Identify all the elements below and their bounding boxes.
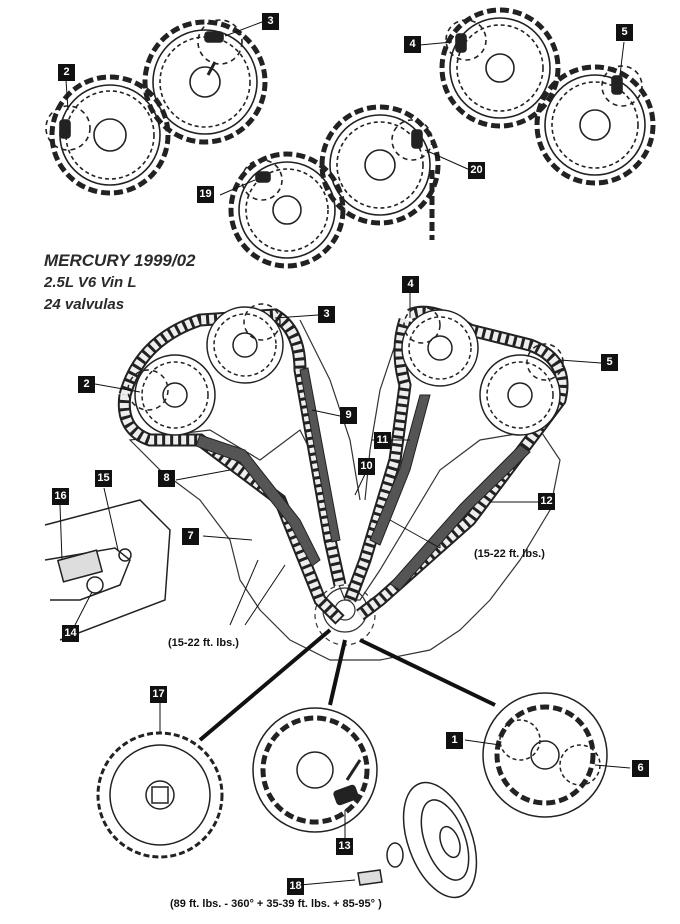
callout-19: 19 [197, 186, 214, 203]
title-line-2: 2.5L V6 Vin L [44, 274, 137, 291]
callout-4: 4 [404, 36, 421, 53]
callout-2: 2 [58, 64, 75, 81]
torque-note-left: (15-22 ft. lbs.) [168, 637, 239, 649]
callout-14: 14 [62, 625, 79, 642]
callout-1: 1 [446, 732, 463, 749]
torque-note-right: (15-22 ft. lbs.) [474, 548, 545, 560]
crank-detail-1-6 [482, 692, 608, 818]
detail-sprocket-20 [319, 104, 441, 240]
chain-guides [195, 367, 531, 591]
callout-18: 18 [287, 878, 304, 895]
diagram-title: MERCURY 1999/02 2.5L V6 Vin L 24 valvula… [44, 250, 196, 316]
main-cam-sprockets [127, 303, 564, 436]
callout-10: 10 [358, 458, 375, 475]
torque-note-bolt: (89 ft. lbs. - 360° + 35-39 ft. lbs. + 8… [170, 898, 382, 910]
callout-4-main: 4 [402, 276, 419, 293]
detail-sprocket-2 [45, 74, 171, 196]
callout-9: 9 [340, 407, 357, 424]
title-line-3: 24 valvulas [44, 296, 125, 313]
callout-13: 13 [336, 838, 353, 855]
detail-sprocket-5 [534, 64, 656, 186]
callout-7: 7 [182, 528, 199, 545]
callout-8: 8 [158, 470, 175, 487]
callout-2-main: 2 [78, 376, 95, 393]
detail-sprocket-19 [228, 151, 346, 269]
tensioner-detail [44, 499, 171, 641]
callout-5: 5 [616, 24, 633, 41]
callout-20: 20 [468, 162, 485, 179]
crank-pulley [357, 781, 478, 899]
leader-lines [198, 628, 496, 742]
callout-11: 11 [374, 432, 391, 449]
crank-detail-13 [252, 707, 378, 833]
callout-15: 15 [95, 470, 112, 487]
callout-16: 16 [52, 488, 69, 505]
crank-detail-17 [96, 731, 224, 859]
callout-leaders [59, 21, 631, 886]
detail-sprocket-4 [439, 7, 561, 129]
callout-5-main: 5 [601, 354, 618, 371]
callout-12: 12 [538, 493, 555, 510]
detail-sprocket-3 [142, 19, 268, 145]
callout-6: 6 [632, 760, 649, 777]
callout-3: 3 [262, 13, 279, 30]
title-line-1: MERCURY 1999/02 [44, 251, 196, 270]
callout-3-main: 3 [318, 306, 335, 323]
callout-17: 17 [150, 686, 167, 703]
